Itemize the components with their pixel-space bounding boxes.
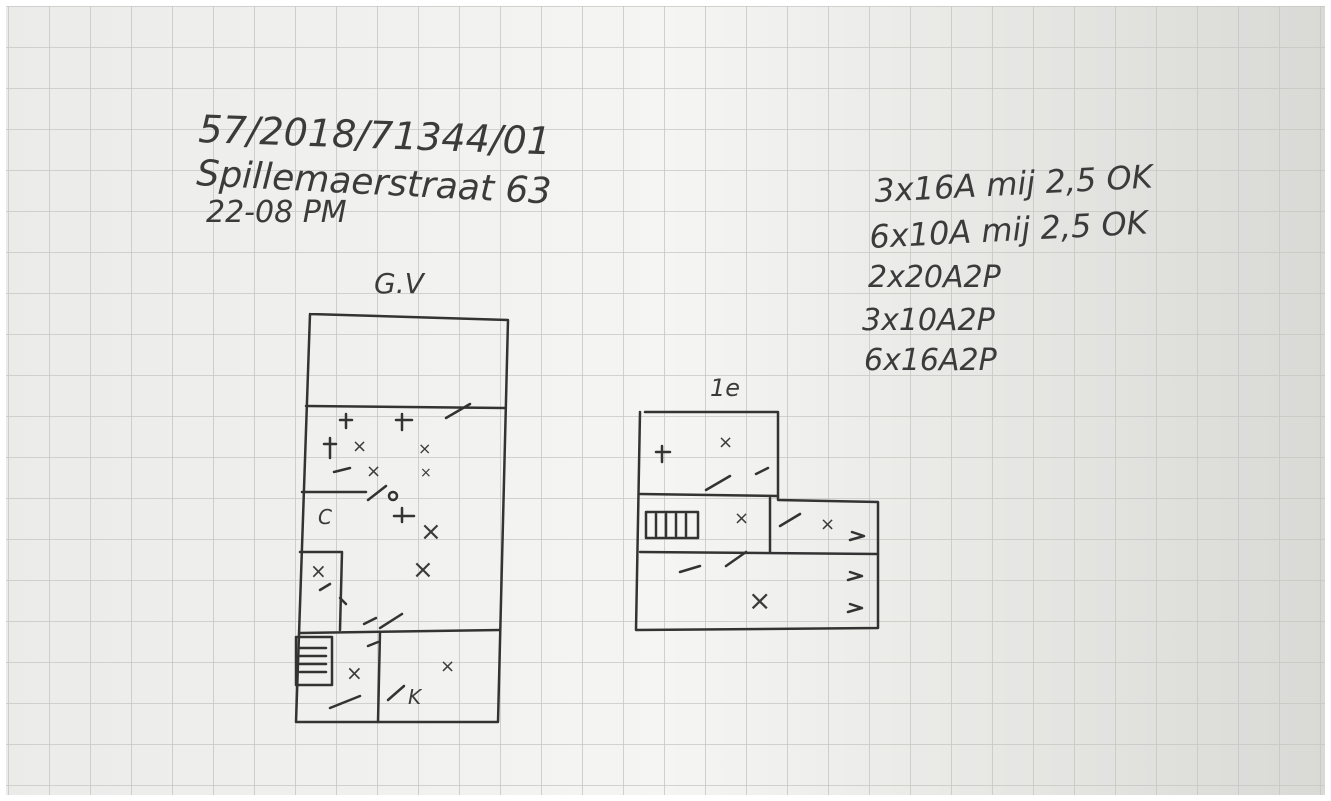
first-floor-plan: 1e × × × × — [634, 374, 880, 632]
ground-floor-mark-x-6: × — [412, 555, 434, 585]
ground-floor-mark-x-9: × — [440, 656, 455, 677]
ground-floor-mark-x-4: × — [420, 465, 432, 481]
ground-floor-mark-x-1: × — [352, 436, 367, 457]
ground-floor-mark-x-3: × — [366, 461, 381, 482]
ground-floor-mark-x-8: × — [346, 661, 363, 685]
ground-floor-mark-x-7: × — [310, 559, 327, 583]
first-floor-label: 1e — [710, 374, 740, 402]
ground-floor-mark-k: K — [408, 685, 423, 709]
ground-floor-label: G.V — [374, 267, 426, 300]
breaker-line-3: 2x20A2P — [868, 260, 1002, 295]
ground-floor-mark-x-2: × — [418, 439, 431, 458]
grid-lines — [6, 6, 1325, 795]
ground-floor-mark-x-5: × — [420, 517, 442, 547]
first-floor-mark-x-3: × — [820, 514, 835, 535]
ground-floor-plan: G.V × × × × × × × × — [294, 267, 510, 724]
breaker-line-5: 6x16A2P — [864, 343, 998, 378]
ground-floor-mark-c: C — [318, 505, 332, 529]
first-floor-mark-x-1: × — [718, 432, 733, 453]
breaker-line-4: 3x10A2P — [862, 303, 996, 338]
first-floor-mark-x-2: × — [734, 508, 749, 529]
first-floor-mark-x-4: × — [748, 584, 771, 617]
date-time: 22-08 PM — [206, 195, 347, 230]
